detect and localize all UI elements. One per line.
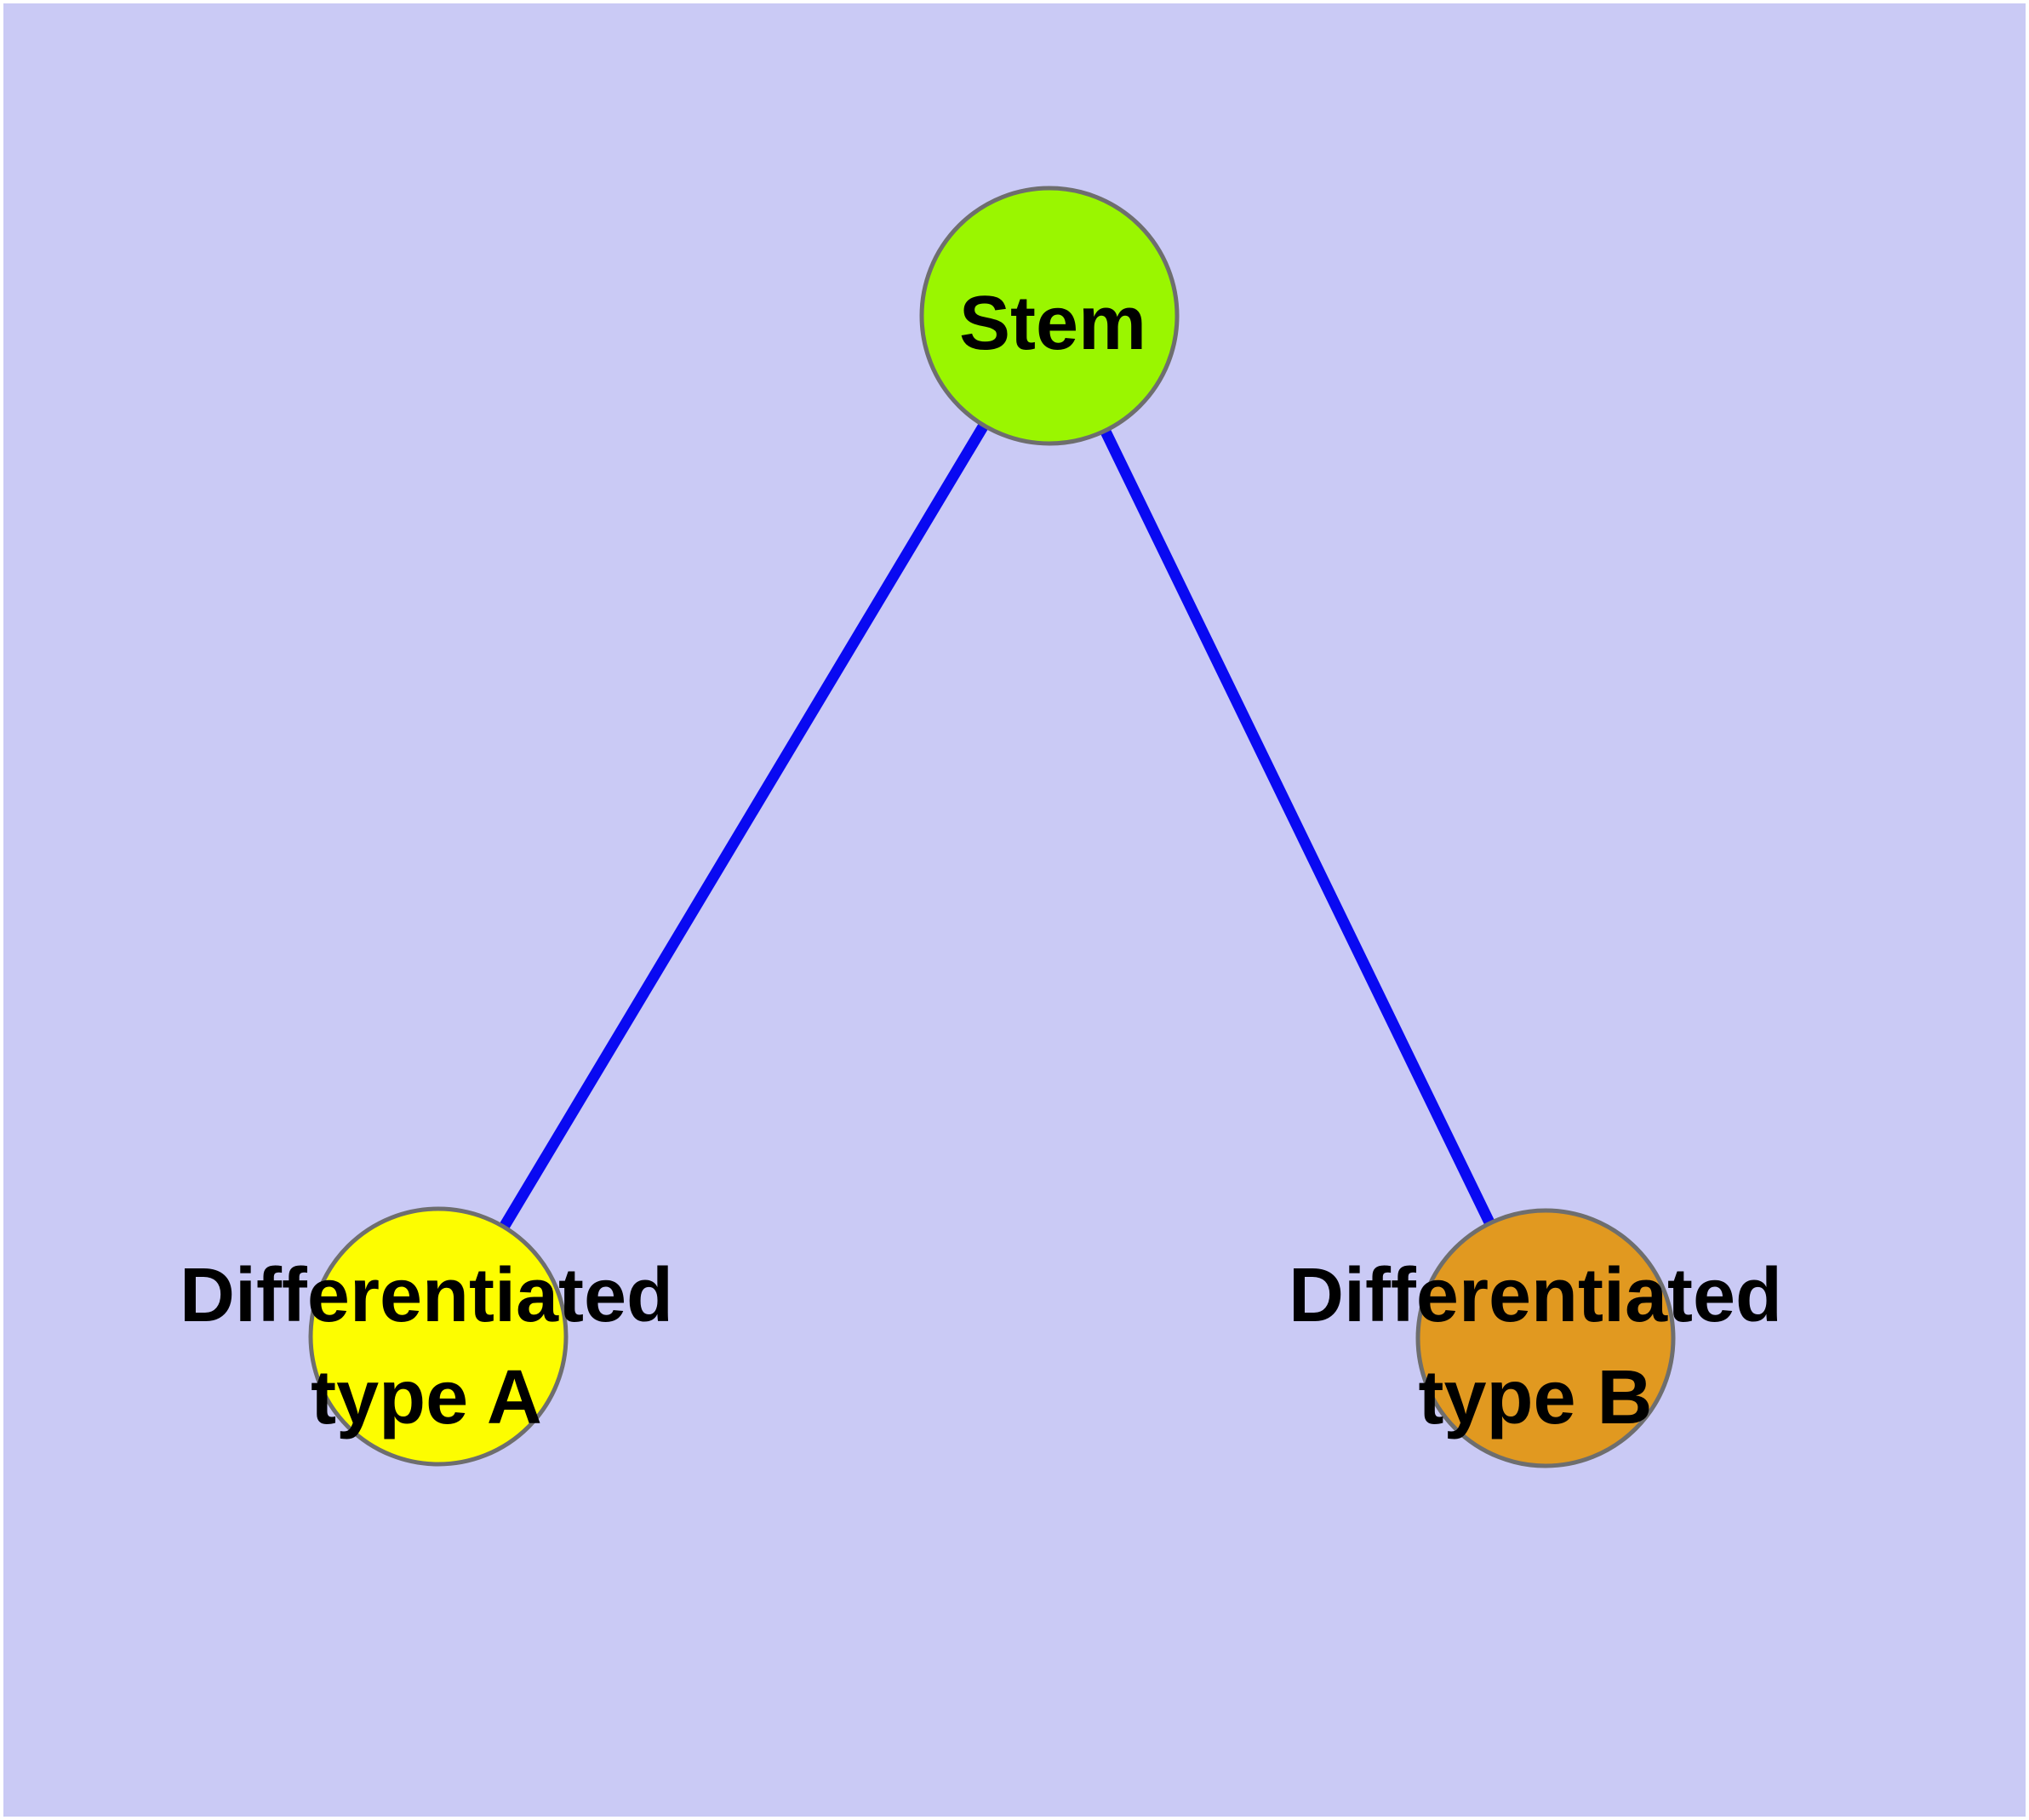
stem-node-label: Stem	[959, 281, 1146, 366]
diff-type-b-label-line2: type B	[1418, 1355, 1652, 1440]
diff-type-b-node-circle	[1415, 1208, 1676, 1468]
diff-type-a-label-line1: Differentiated	[180, 1253, 673, 1338]
stem-node-circle	[919, 186, 1180, 446]
edge-stem-to-type-b	[1044, 313, 1551, 1341]
diff-type-a-node-circle	[308, 1206, 569, 1467]
edge-stem-to-type-a	[433, 312, 1055, 1340]
diff-type-a-label-line2: type A	[311, 1355, 542, 1440]
diff-type-b-label-line1: Differentiated	[1289, 1253, 1782, 1338]
